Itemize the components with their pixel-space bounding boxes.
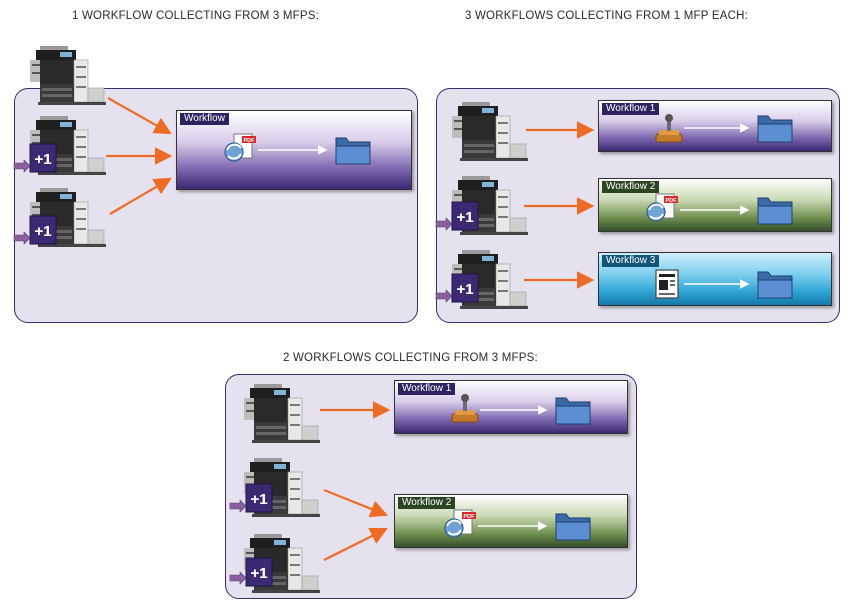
badge-arrow-icon xyxy=(435,217,453,231)
workflow-label: Workflow 3 xyxy=(602,255,660,267)
document-icon xyxy=(655,269,679,299)
folder-icon xyxy=(757,271,793,299)
mfp-printer-icon xyxy=(243,383,321,444)
pdf-scan-icon xyxy=(444,509,477,538)
mfp-printer-icon xyxy=(451,101,529,162)
badge-arrow-icon xyxy=(13,231,31,245)
folder-icon xyxy=(555,397,591,425)
plus-one-badge: +1 xyxy=(29,143,57,173)
badge-text: +1 xyxy=(456,209,473,226)
connection-arrow xyxy=(109,177,172,215)
folder-icon xyxy=(555,513,591,541)
scan-stamp-icon xyxy=(655,113,683,143)
plus-one-badge: +1 xyxy=(245,557,273,587)
section-title-3: 2 WORKFLOWS COLLECTING FROM 3 MFPS: xyxy=(283,352,538,364)
folder-icon xyxy=(335,137,371,165)
plus-one-badge: +1 xyxy=(245,483,273,513)
workflow-label: Workflow 1 xyxy=(398,383,456,395)
folder-icon xyxy=(757,197,793,225)
badge-arrow-icon xyxy=(435,289,453,303)
scan-stamp-icon xyxy=(451,393,479,423)
section-title-1: 1 WORKFLOW COLLECTING FROM 3 MFPS: xyxy=(72,10,320,22)
badge-arrow-icon xyxy=(13,159,31,173)
workflow-label: Workflow 2 xyxy=(398,497,456,509)
plus-one-badge: +1 xyxy=(451,201,479,231)
connection-arrow xyxy=(323,528,388,561)
connection-arrow xyxy=(107,97,172,135)
badge-text: +1 xyxy=(34,223,51,240)
pdf-scan-icon xyxy=(646,193,679,222)
badge-arrow-icon xyxy=(229,571,247,585)
badge-text: +1 xyxy=(456,281,473,298)
workflow-box-s2-1: Workflow 1 xyxy=(598,100,832,152)
plus-one-badge: +1 xyxy=(29,215,57,245)
workflow-box-s2-2: Workflow 2 xyxy=(598,178,832,232)
workflow-label: Workflow 2 xyxy=(602,181,660,193)
badge-arrow-icon xyxy=(229,499,247,513)
section-title-2: 3 WORKFLOWS COLLECTING FROM 1 MFP EACH: xyxy=(465,10,748,22)
badge-text: +1 xyxy=(34,151,51,168)
workflow-label: Workflow 1 xyxy=(602,103,660,115)
pdf-scan-icon xyxy=(224,133,257,162)
workflow-label: Workflow xyxy=(180,113,229,125)
badge-text: +1 xyxy=(250,491,267,508)
badge-text: +1 xyxy=(250,565,267,582)
connection-arrow xyxy=(323,488,389,518)
mfp-printer-icon xyxy=(29,45,107,106)
plus-one-badge: +1 xyxy=(451,273,479,303)
workflow-box-s2-3: Workflow 3 xyxy=(598,252,832,306)
folder-icon xyxy=(757,115,793,143)
